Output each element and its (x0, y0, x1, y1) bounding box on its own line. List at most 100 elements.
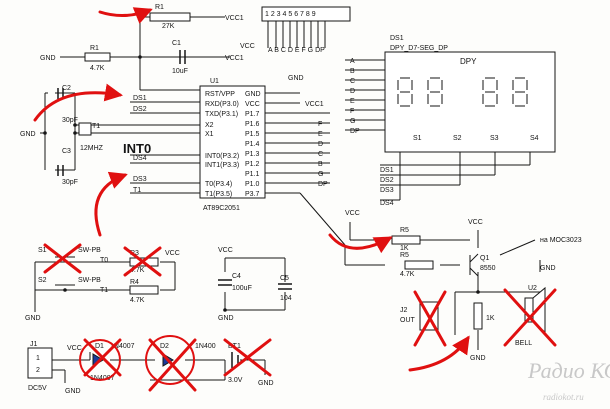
label-4k7-a: 4.7K (90, 65, 105, 72)
label-100uf: 100uF (232, 285, 252, 292)
label-dpy: DPY_D7-SEG_DP (390, 45, 448, 52)
label-t1-sw: T1 (100, 287, 108, 294)
r-1k-resistor (473, 302, 483, 330)
label-j1: J1 (30, 341, 38, 348)
label-ds1-part: DS1 (390, 35, 404, 42)
label-4k7-b: 4.7K (400, 271, 415, 278)
label-gnd-c: GND (20, 131, 36, 138)
ds-in-d: D (350, 88, 355, 95)
label-n4007: 1N4007 (90, 375, 115, 382)
label-B: B (318, 161, 323, 168)
u1-p14: P1.4 (245, 141, 260, 148)
cross-bt1 (223, 338, 272, 377)
junction-dots (43, 55, 480, 312)
label-dc5v: DC5V (28, 385, 47, 392)
label-d1: D1 (95, 343, 104, 350)
u1-int0: INT0(P3.2) (205, 153, 239, 160)
label-bell: BELL (515, 340, 532, 347)
r1-top-resistor (149, 12, 191, 22)
label-10uf: 10uF (172, 68, 188, 75)
label-r5-b: R5 (400, 252, 409, 259)
cross-r3 (123, 246, 162, 277)
label-j1-2: 2 (36, 367, 40, 374)
label-8550: 8550 (480, 265, 496, 272)
u1-x1: X1 (205, 131, 214, 138)
ds-in-g: G (350, 118, 355, 125)
label-q1: Q1 (480, 255, 489, 262)
u1-t1: T1(P3.5) (205, 191, 232, 198)
label-vcc-a: VCC (240, 43, 255, 50)
crystal (78, 122, 92, 136)
r5-resistor (391, 235, 421, 245)
red-annotations (33, 7, 557, 392)
label-ds4: DS4 (133, 155, 147, 162)
label-swpb-b: SW-PB (78, 277, 101, 284)
label-gnd-h: GND (65, 388, 81, 395)
label-d1-part: 1N4007 (110, 343, 135, 350)
label-ds2: DS2 (133, 106, 147, 113)
label-dpy-center: DPY (460, 57, 477, 66)
label-E: E (318, 131, 323, 138)
watermark-url: radiokot.ru (543, 392, 584, 402)
label-s4: S4 (530, 135, 539, 142)
seven-segment-digits (397, 77, 528, 107)
label-r1: R1 (90, 45, 99, 52)
label-r5: R5 (400, 227, 409, 234)
label-104: 104 (280, 295, 292, 302)
label-vcc1-a: VCC1 (225, 15, 244, 22)
label-pinletters: A B C D E F G DP (268, 47, 325, 54)
label-27k: 27K (162, 23, 175, 30)
label-t1-left: T1 (133, 187, 141, 194)
label-t1: T1 (92, 123, 100, 130)
r1-resistor (84, 52, 111, 62)
u1-int1: INT1(P3.3) (205, 162, 239, 169)
u1-rst: RST/VPP (205, 91, 235, 98)
circle-d1 (79, 339, 121, 381)
label-s2: S2 (453, 135, 462, 142)
label-c3: C3 (62, 148, 71, 155)
label-gnd-e: GND (470, 355, 486, 362)
label-s1: S1 (413, 135, 422, 142)
arrow-gnd (408, 335, 470, 372)
j1-power-jack (27, 347, 53, 379)
label-vcc-q2: VCC (468, 219, 483, 226)
c1-capacitor (179, 50, 186, 64)
q1-transistor (469, 253, 479, 277)
u1-p12: P1.2 (245, 161, 260, 168)
label-1k-b: 1K (486, 315, 495, 322)
u1-p17: P1.7 (245, 111, 260, 118)
label-ds1: DS1 (133, 95, 147, 102)
u1-t0: T0(P3.4) (205, 181, 232, 188)
cross-d2 (148, 338, 197, 392)
label-F: F (318, 121, 322, 128)
ds-in-c: C (350, 78, 355, 85)
label-vcc-q: VCC (345, 210, 360, 217)
ds-in-e: E (350, 98, 355, 105)
cross-bell (503, 288, 557, 347)
label-s3: S3 (490, 135, 499, 142)
label-r4: R4 (130, 279, 139, 286)
label-r1-top: R1 (155, 4, 164, 11)
label-moc: на MOC3023 (540, 237, 582, 244)
ds-in-dp: DP (350, 128, 360, 135)
label-1k-a: 1K (400, 245, 409, 252)
label-s2-sw: S2 (38, 277, 47, 284)
label-D: D (318, 141, 323, 148)
label-u1-part: AT89C2051 (203, 205, 240, 212)
label-j2: J2 (400, 307, 408, 314)
u1-x2: X2 (205, 122, 214, 129)
u1-vcc: VCC (245, 101, 260, 108)
label-vcc-c4: VCC (218, 247, 233, 254)
label-ds4-out: DS4 (380, 200, 394, 207)
u1-p15: P1.5 (245, 131, 260, 138)
label-gnd-i: GND (258, 380, 274, 387)
label-n400: 1N400 (195, 343, 216, 350)
label-vcc-s: VCC (165, 250, 180, 257)
label-s1-sw: S1 (38, 247, 47, 254)
u1-microcontroller (199, 85, 266, 199)
c4-c5-capacitors (218, 279, 292, 290)
label-swpb-a: SW-PB (78, 247, 101, 254)
label-3v: 3.0V (228, 377, 243, 384)
ds-in-f: F (350, 108, 354, 115)
